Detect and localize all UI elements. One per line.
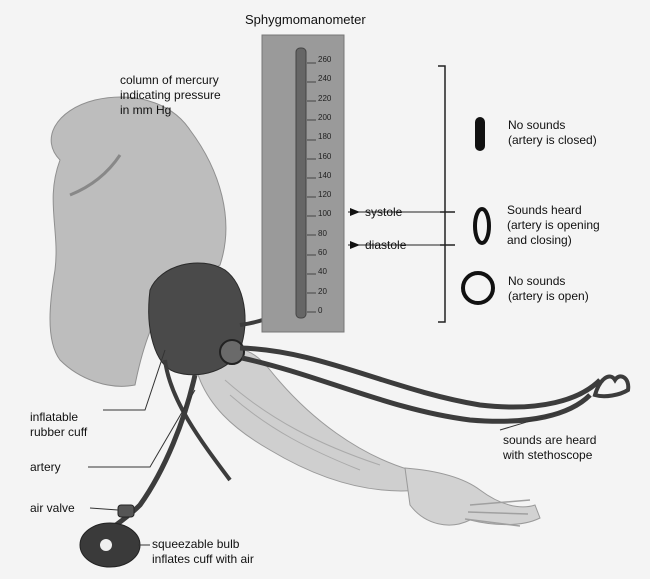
forearm-shape bbox=[195, 349, 420, 491]
mercury-column bbox=[296, 48, 306, 318]
stethoscope-head bbox=[220, 340, 244, 364]
gauge-scale-number: 200 bbox=[318, 113, 331, 123]
gauge-scale-number: 140 bbox=[318, 171, 331, 181]
gauge-scale-number: 40 bbox=[318, 267, 327, 277]
gauge-scale-number: 60 bbox=[318, 248, 327, 258]
no-sounds-open-label: No sounds (artery is open) bbox=[508, 274, 589, 304]
gauge-scale-number: 260 bbox=[318, 55, 331, 65]
gauge-scale-number: 160 bbox=[318, 152, 331, 162]
gauge-scale-number: 100 bbox=[318, 209, 331, 219]
gauge-scale-number: 120 bbox=[318, 190, 331, 200]
gauge-scale-number: 220 bbox=[318, 94, 331, 104]
diagram-title: Sphygmomanometer bbox=[245, 12, 366, 27]
bulb-label: squeezable bulb inflates cuff with air bbox=[152, 537, 254, 567]
valve-leader bbox=[90, 508, 118, 510]
artery-open-icon bbox=[463, 273, 493, 303]
air-valve-label: air valve bbox=[30, 501, 75, 516]
diastole-arrow bbox=[350, 241, 360, 249]
range-bracket bbox=[438, 66, 455, 322]
gauge-scale-number: 180 bbox=[318, 132, 331, 142]
hand-shape bbox=[405, 468, 540, 525]
earpiece bbox=[595, 376, 628, 396]
gauge-scale-number: 80 bbox=[318, 229, 327, 239]
air-valve-shape bbox=[118, 505, 134, 517]
gauge-scale-number: 0 bbox=[318, 306, 322, 316]
artery-closed-icon bbox=[475, 117, 485, 151]
systole-arrow bbox=[350, 208, 360, 216]
mercury-label: column of mercury indicating pressure in… bbox=[120, 73, 221, 118]
no-sounds-closed-label: No sounds (artery is closed) bbox=[508, 118, 597, 148]
gauge-scale-number: 20 bbox=[318, 287, 327, 297]
stethoscope-label: sounds are heard with stethoscope bbox=[503, 433, 596, 463]
gauge-scale-number: 240 bbox=[318, 74, 331, 84]
systole-label: systole bbox=[365, 205, 402, 220]
sounds-heard-label: Sounds heard (artery is opening and clos… bbox=[507, 203, 600, 248]
artery-partial-icon bbox=[475, 209, 489, 243]
artery-label: artery bbox=[30, 460, 61, 475]
cuff-label: inflatable rubber cuff bbox=[30, 410, 87, 440]
diastole-label: diastole bbox=[365, 238, 406, 253]
